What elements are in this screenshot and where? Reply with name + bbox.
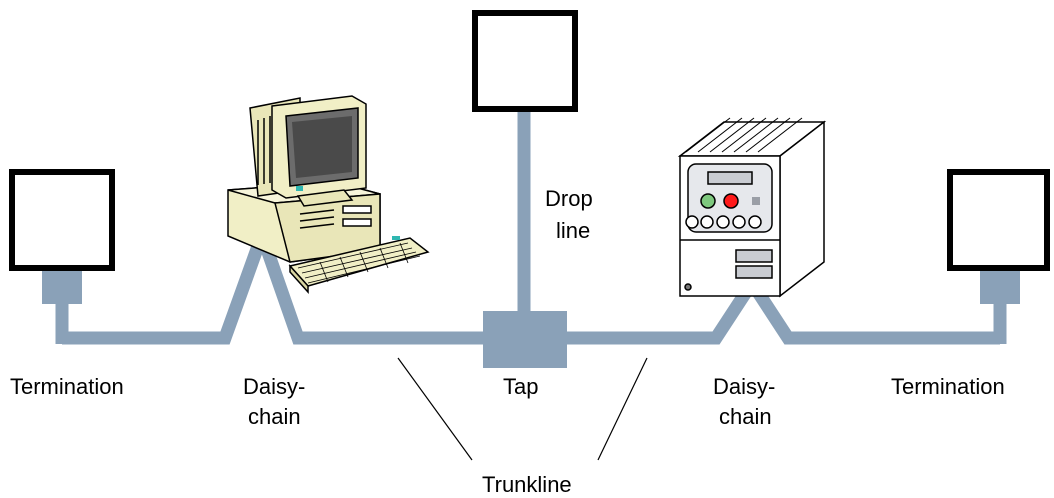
- node-box-icon: [9, 169, 115, 271]
- computer-icon: [227, 95, 430, 294]
- tap-label: Tap: [503, 374, 538, 399]
- node-box-icon: [947, 169, 1050, 271]
- trunkline-leader-right: [597, 357, 648, 461]
- drop-line-label-2: line: [556, 218, 590, 243]
- node-box-icon: [472, 10, 578, 112]
- drive-icon: [677, 117, 827, 298]
- drop-line-label: Drop: [545, 186, 593, 211]
- daisy-chain-left-label-2: chain: [248, 404, 301, 429]
- trunkline-label: Trunkline: [482, 472, 572, 497]
- termination-left-label: Termination: [10, 374, 124, 399]
- daisy-chain-left-label: Daisy-: [243, 374, 305, 399]
- daisy-chain-right-label-2: chain: [719, 404, 772, 429]
- tap-box: [483, 311, 567, 368]
- daisy-chain-right-label: Daisy-: [713, 374, 775, 399]
- termination-right-label: Termination: [891, 374, 1005, 399]
- trunkline-leader-left: [397, 357, 473, 461]
